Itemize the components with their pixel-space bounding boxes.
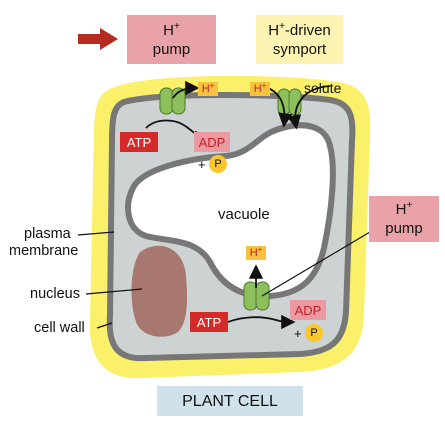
- vacuole-label: vacuole: [218, 206, 270, 223]
- vacuole-shape: [125, 122, 336, 300]
- legend-symport-line2: symport: [272, 40, 327, 58]
- legend-h-pump-line1: H+: [163, 20, 180, 39]
- bottom-atp-arrow: [227, 314, 296, 330]
- red-arrow-icon: [78, 28, 118, 50]
- solute-label: solute: [304, 80, 342, 96]
- adp-box-top: ADP: [194, 132, 230, 152]
- symport-solute-arrow: [286, 85, 331, 130]
- nucleus-shape: [131, 245, 188, 337]
- phosphate-bottom: P: [305, 324, 323, 342]
- legend-h-symport-box: H+-driven symport: [256, 15, 343, 64]
- atp-box-top: ATP: [120, 132, 158, 152]
- nucleus-label: nucleus: [30, 286, 80, 302]
- plasma-membrane-leader: [77, 231, 115, 236]
- pump-box-leader: [261, 231, 371, 297]
- vacuole-h-pump-line2: pump: [385, 220, 423, 237]
- nucleus-leader: [85, 288, 143, 295]
- plasma-membrane-label-line1: plasma: [24, 226, 71, 242]
- cell-wall-label: cell wall: [34, 320, 85, 336]
- adp-box-bottom: ADP: [290, 300, 326, 320]
- symport-h-arrow: [267, 87, 293, 128]
- legend-h-pump-box: H+ pump: [127, 15, 216, 64]
- plasma-membrane-label-line2: membrane: [9, 243, 79, 259]
- plant-cell-caption: PLANT CELL: [157, 386, 303, 416]
- h-ion-symport: H+: [250, 81, 270, 96]
- h-ion-top-left: H+: [198, 81, 218, 96]
- h-ion-vacuole: H+: [246, 245, 266, 260]
- cell-wall-leader: [96, 322, 113, 329]
- plus-bottom: +: [294, 326, 302, 341]
- top-pump-protein: [159, 87, 186, 115]
- top-h-out-arrow: [172, 80, 200, 99]
- vacuole-h-pump-box: H+ pump: [369, 196, 439, 242]
- phosphate-top: P: [209, 155, 227, 173]
- vacuole-h-pump-line1: H+: [395, 200, 413, 218]
- legend-h-pump-line2: pump: [152, 40, 191, 58]
- legend-symport-line1: H+-driven: [268, 20, 331, 39]
- atp-box-bottom: ATP: [190, 312, 228, 332]
- plus-top: +: [198, 157, 206, 172]
